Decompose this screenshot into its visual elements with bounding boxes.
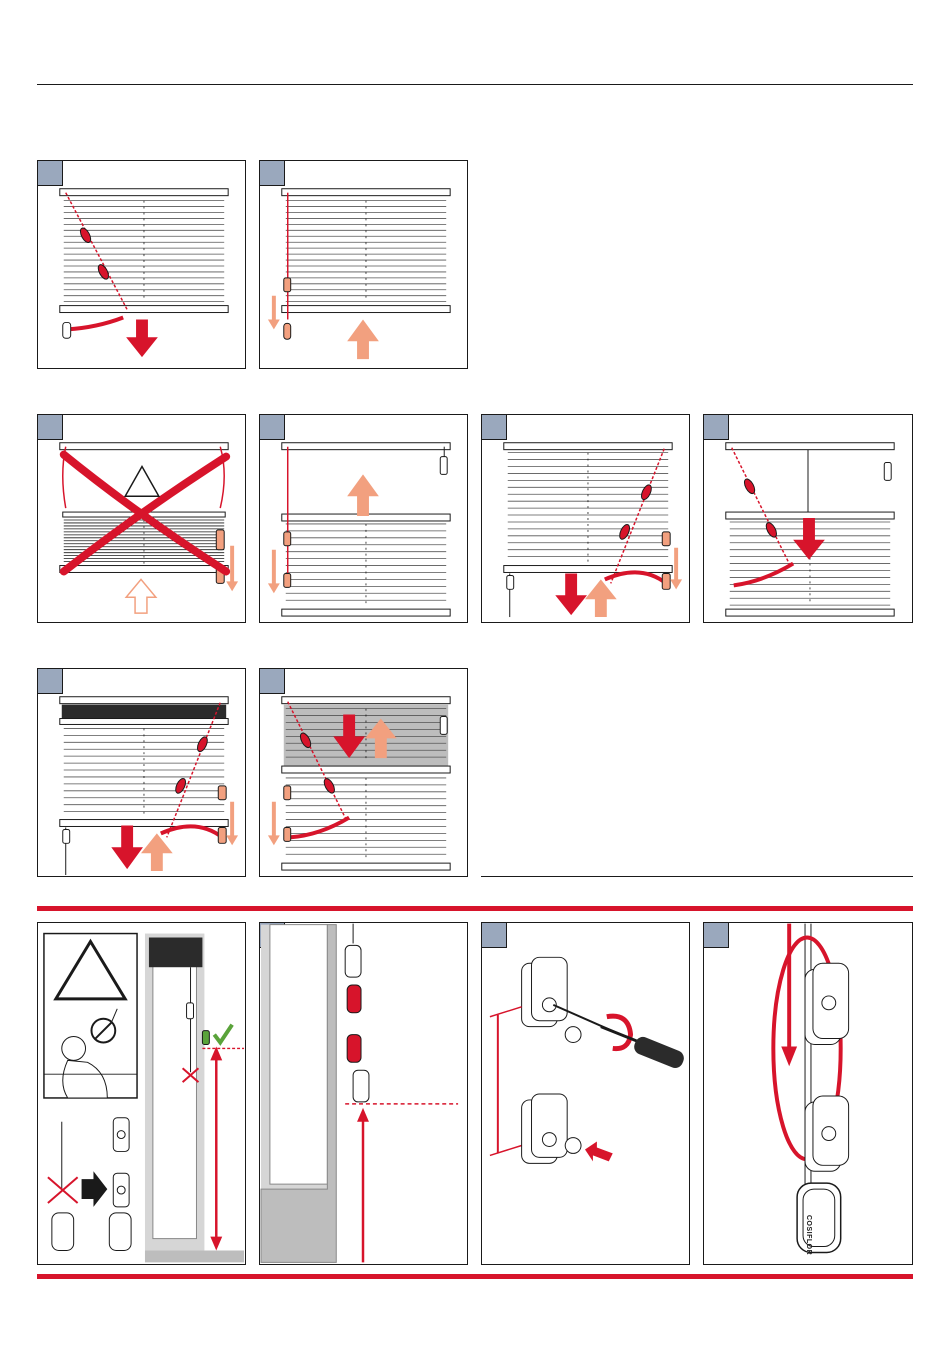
step-panel-10 (481, 922, 690, 1265)
top-rail-cord-illustration (704, 415, 912, 622)
step-panel-6 (703, 414, 913, 623)
safety-panel (37, 922, 246, 1265)
arrow-up-icon (347, 319, 379, 359)
step-panel-4 (259, 414, 468, 623)
step-panel-8 (259, 668, 468, 877)
blind-lowering-illustration (38, 161, 245, 368)
red-separator-bottom (37, 1274, 913, 1279)
arrow-up-outline-icon (126, 579, 156, 613)
step-panel-2 (259, 160, 468, 369)
arrow-up-icon (141, 833, 173, 871)
incorrect-operation-illustration (38, 415, 245, 622)
arrow-down-icon (793, 518, 825, 560)
cord-weight-brand-label: COSIFLOR (805, 1215, 812, 1255)
cord-fastening-illustration (704, 923, 912, 1264)
section-rule (481, 876, 913, 877)
arrow-up-icon (347, 474, 379, 516)
double-blind-lowering-illustration (260, 669, 467, 876)
warning-triangle-icon (125, 467, 159, 497)
arrow-up-icon (585, 579, 617, 617)
screw-mounting-illustration (482, 923, 689, 1264)
arrow-down-small-icon (268, 802, 280, 846)
step-panel-7 (37, 668, 246, 877)
arrow-down-icon (126, 319, 158, 357)
header-rule (37, 84, 913, 85)
arrow-left-icon (585, 1142, 613, 1162)
arrow-down-small-icon (268, 296, 280, 330)
red-separator-top (37, 906, 913, 911)
double-blind-raising-illustration (38, 669, 245, 876)
arrow-right-icon (82, 1171, 108, 1207)
child-safety-illustration (38, 923, 245, 1264)
step-panel-9 (259, 922, 468, 1265)
bottom-rail-raising-illustration (482, 415, 689, 622)
arrow-down-small-icon (268, 550, 280, 594)
top-rail-lowering-illustration (260, 415, 467, 622)
arrow-down-icon (555, 573, 587, 615)
blind-raising-illustration (260, 161, 467, 368)
step-panel-5 (481, 414, 690, 623)
step-panel-1 (37, 160, 246, 369)
step-panel-11: COSIFLOR (703, 922, 913, 1265)
arrow-down-icon (111, 825, 143, 869)
checkmark-icon (214, 1025, 232, 1043)
cord-connector-height-illustration (260, 923, 467, 1264)
step-panel-3 (37, 414, 246, 623)
